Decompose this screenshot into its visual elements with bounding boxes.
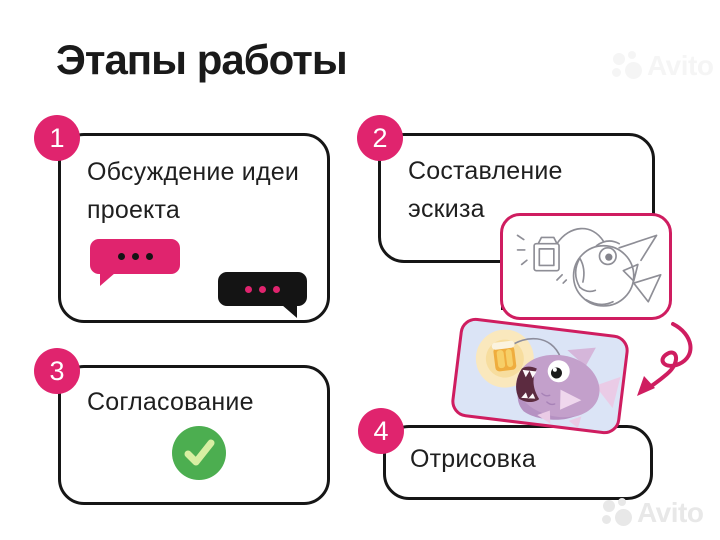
- step-1-badge: 1: [34, 115, 80, 161]
- step-1-label: Обсуждение идеи проекта: [87, 158, 300, 224]
- avito-watermark-bottom: Avito: [602, 497, 704, 529]
- avito-logo-icon: [602, 498, 632, 528]
- sketch-illustration-card: [500, 213, 672, 320]
- step-4-badge: 4: [358, 408, 404, 454]
- step-4-label: Отрисовка: [410, 445, 536, 473]
- step-3-badge: 3: [34, 348, 80, 394]
- avito-watermark-label: Avito: [647, 50, 714, 81]
- sketch-fish-illustration: [516, 227, 662, 307]
- curly-arrow-icon: [633, 318, 713, 398]
- speech-bubble-left-icon: [90, 239, 180, 286]
- step-3-label: Согласование: [87, 388, 254, 416]
- speech-bubble-right-icon: [218, 272, 307, 318]
- color-illustration-card: [449, 316, 631, 436]
- step-card-3: Согласование: [58, 365, 330, 505]
- avito-watermark-label: Avito: [637, 497, 704, 528]
- check-icon: [172, 426, 226, 480]
- step-card-1: Обсуждение идеи проекта: [58, 133, 330, 323]
- avito-logo-icon: [612, 51, 642, 81]
- colored-fish-illustration: [475, 329, 621, 429]
- avito-watermark-top: Avito: [612, 50, 714, 82]
- step-card-4: Отрисовка: [383, 425, 653, 500]
- step-2-label: Составление эскиза: [408, 157, 563, 223]
- page-title: Этапы работы: [56, 36, 348, 83]
- step-2-badge: 2: [357, 115, 403, 161]
